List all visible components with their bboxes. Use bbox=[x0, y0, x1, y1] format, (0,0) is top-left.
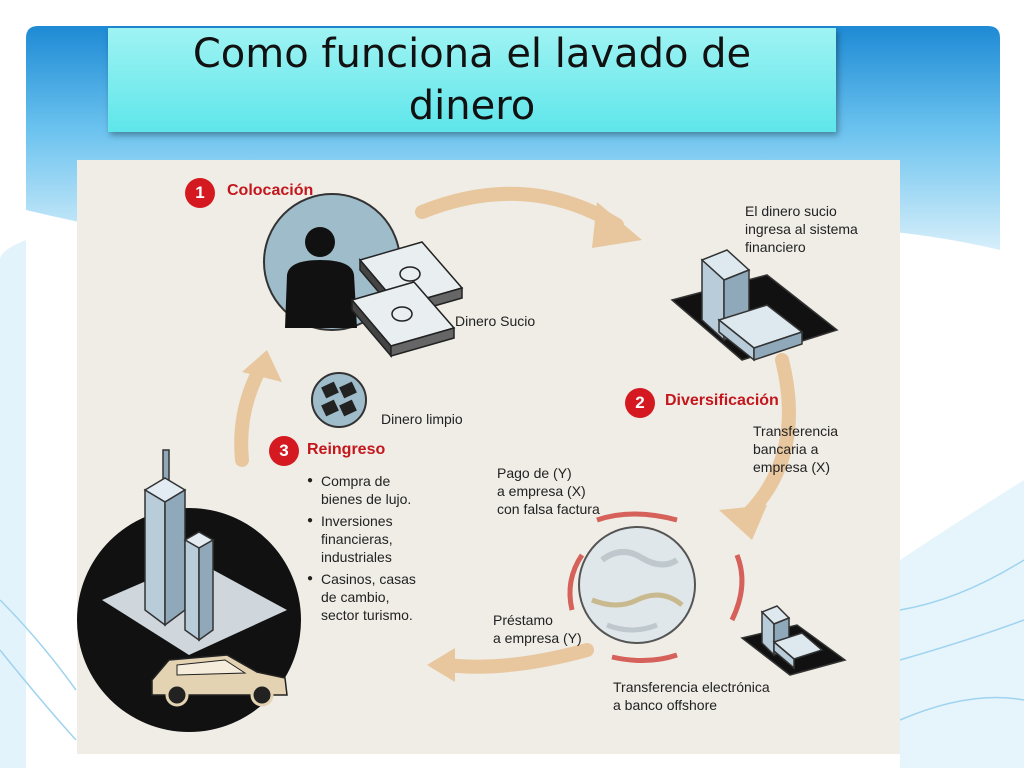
reentry-item-1-line-1: Compra de bbox=[321, 473, 391, 489]
arrow-system-to-diversification bbox=[735, 353, 796, 527]
tower-icon bbox=[143, 449, 215, 642]
step-3-number: 3 bbox=[269, 436, 299, 466]
arrow-heads bbox=[242, 202, 767, 682]
loan-label: Préstamo a empresa (Y) bbox=[493, 611, 582, 647]
bank-transfer-label: Transferencia bancaria a empresa (X) bbox=[753, 422, 838, 476]
bank-transfer-line-2: bancaria a bbox=[753, 441, 819, 457]
step-1-title: Colocación bbox=[227, 182, 314, 199]
dirty-money-label: Dinero Sucio bbox=[455, 313, 536, 329]
reentry-list: Compra de bienes de lujo. Inversiones fi… bbox=[307, 472, 416, 628]
arrow-reentry-to-placement bbox=[234, 358, 269, 467]
reentry-item-luxury: Compra de bienes de lujo. bbox=[307, 472, 416, 508]
title-box: Como funciona el lavado de dinero bbox=[108, 28, 836, 132]
arrow-offshore-to-reentry bbox=[440, 643, 594, 674]
electronic-transfer-label: Transferencia electrónica a banco offsho… bbox=[613, 678, 770, 714]
reentry-item-1-line-2: bienes de lujo. bbox=[321, 491, 412, 507]
enters-system-label: El dinero sucio ingresa al sistema finan… bbox=[745, 202, 858, 256]
enters-system-line-2: ingresa al sistema bbox=[745, 221, 858, 237]
reentry-illustration bbox=[77, 449, 301, 732]
step-1-number: 1 bbox=[185, 178, 215, 208]
loan-line-1: Préstamo bbox=[493, 612, 553, 628]
reentry-item-3-line-2: de cambio, bbox=[321, 589, 390, 605]
car-icon bbox=[151, 654, 288, 707]
reentry-item-2-line-1: Inversiones bbox=[321, 513, 393, 529]
enters-system-line-1: El dinero sucio bbox=[745, 203, 837, 219]
clean-money-label: Dinero limpio bbox=[381, 411, 463, 427]
step-2-number: 2 bbox=[625, 388, 655, 418]
reentry-item-investments: Inversiones financieras, industriales bbox=[307, 512, 416, 566]
arrow-head-2 bbox=[719, 505, 767, 540]
globe-icon bbox=[578, 526, 696, 644]
payment-line-1: Pago de (Y) bbox=[497, 465, 572, 481]
globe-arrows bbox=[567, 511, 745, 664]
arrow-head-4 bbox=[242, 350, 282, 382]
arrow-head-1 bbox=[592, 202, 642, 248]
placement-illustration bbox=[263, 193, 464, 359]
arrow-head-3 bbox=[427, 648, 455, 682]
reentry-item-2-line-2: financieras, bbox=[321, 531, 393, 547]
reentry-item-2-line-3: industriales bbox=[321, 549, 392, 565]
offshore-bank-icon bbox=[740, 605, 847, 676]
reentry-item-casinos: Casinos, casas de cambio, sector turismo… bbox=[307, 570, 416, 624]
slide-title: Como funciona el lavado de dinero bbox=[192, 31, 752, 129]
payment-line-3: con falsa factura bbox=[497, 501, 600, 517]
step-3-title: Reingreso bbox=[307, 441, 386, 458]
dirty-money-icon bbox=[350, 241, 464, 359]
financial-building-icon bbox=[670, 249, 839, 362]
clean-money-icon bbox=[311, 372, 367, 428]
bank-transfer-line-1: Transferencia bbox=[753, 423, 839, 439]
loan-line-2: a empresa (Y) bbox=[493, 630, 582, 646]
payment-line-2: a empresa (X) bbox=[497, 483, 586, 499]
diagram-graphics bbox=[77, 186, 847, 732]
reentry-item-3-line-1: Casinos, casas bbox=[321, 571, 416, 587]
arrow-placement-to-system bbox=[415, 186, 624, 232]
enters-system-line-3: financiero bbox=[745, 239, 806, 255]
reentry-item-3-line-3: sector turismo. bbox=[321, 607, 413, 623]
step-2-title: Diversificación bbox=[665, 392, 779, 409]
electronic-transfer-line-1: Transferencia electrónica bbox=[613, 679, 770, 695]
bank-transfer-line-3: empresa (X) bbox=[753, 459, 831, 475]
electronic-transfer-line-2: a banco offshore bbox=[613, 697, 718, 713]
money-laundering-diagram: 1 Colocación 2 Diversificación 3 Reingre… bbox=[77, 160, 900, 754]
payment-label: Pago de (Y) a empresa (X) con falsa fact… bbox=[497, 464, 600, 518]
